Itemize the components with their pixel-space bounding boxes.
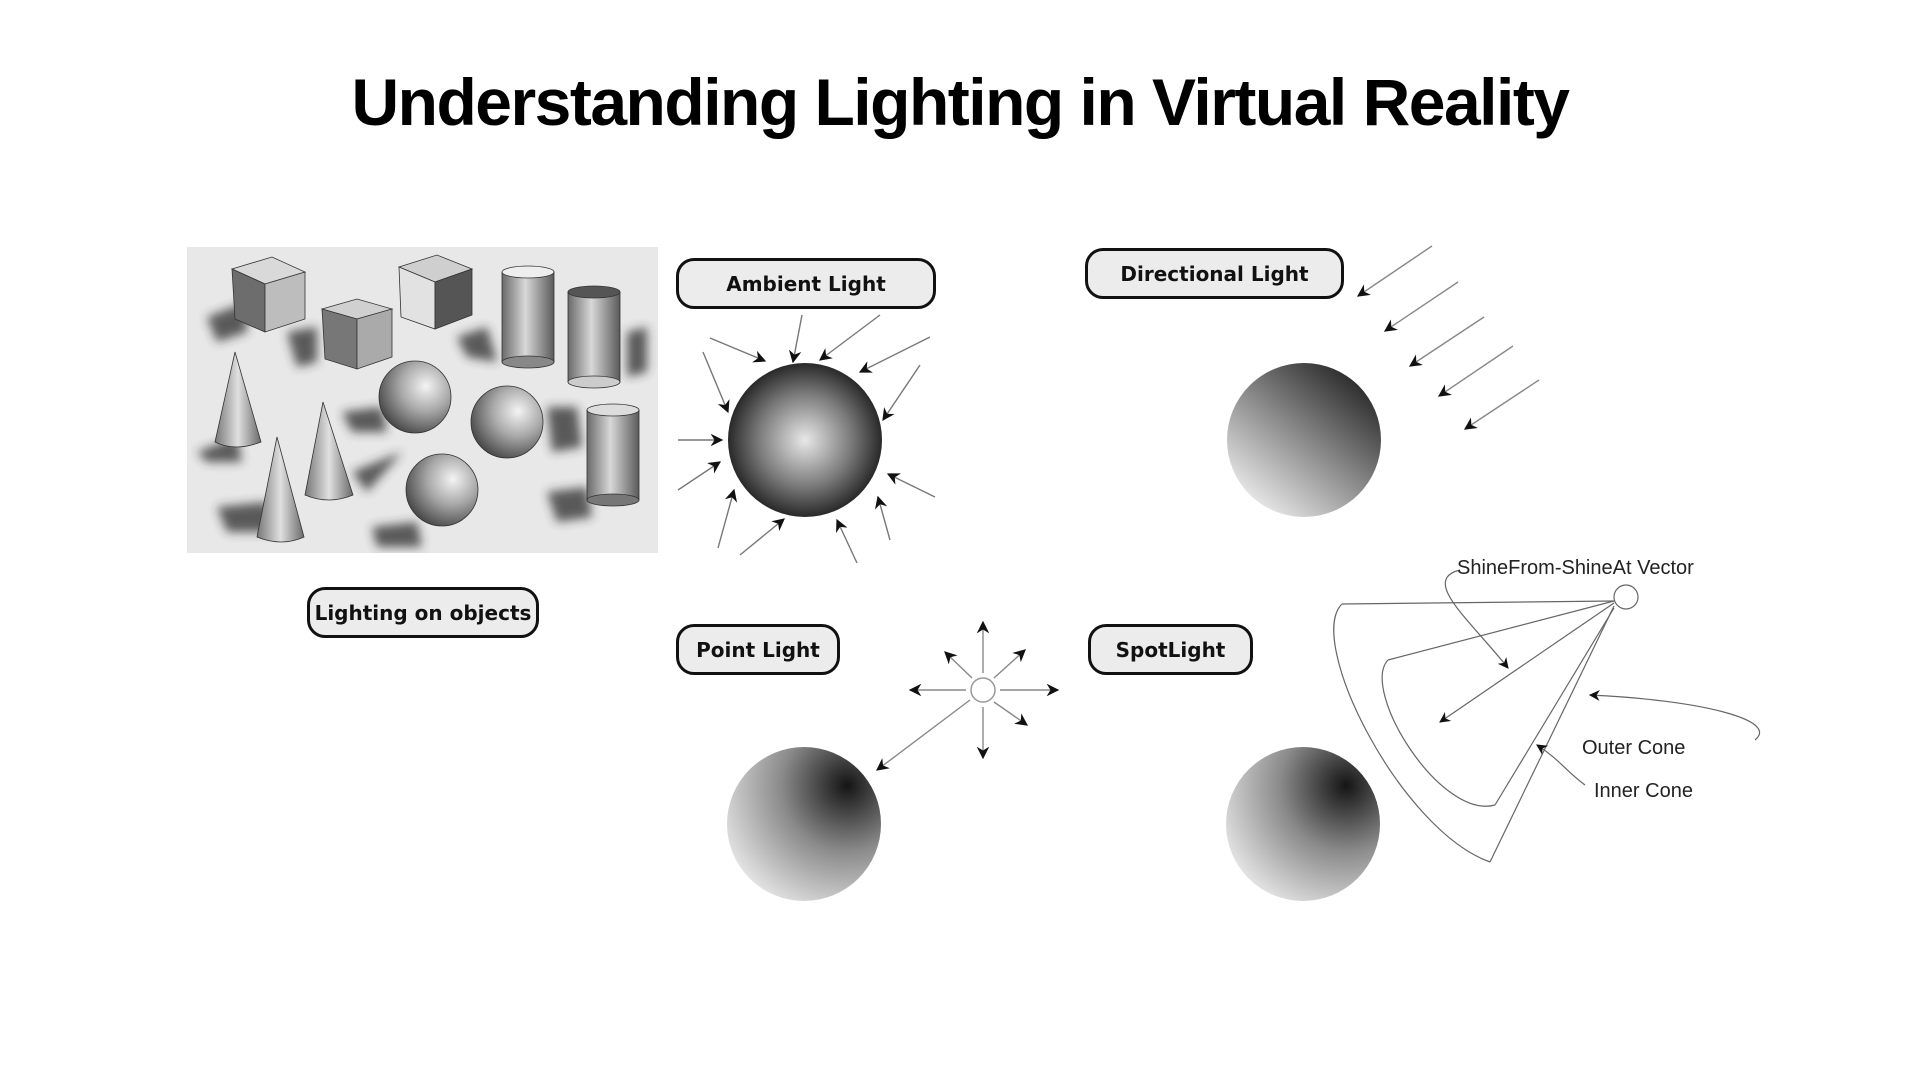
label-lighting-on-objects: Lighting on objects [307, 587, 539, 638]
objects-photo [187, 247, 658, 553]
label-point-light: Point Light [676, 624, 840, 675]
label-inner-cone: Inner Cone [1594, 780, 1693, 802]
ambient-sphere [728, 363, 882, 517]
label-directional-light: Directional Light [1085, 248, 1344, 299]
spotlight-diagram: ShineFrom-ShineAt Vector Outer Cone Inne… [1226, 557, 1761, 901]
point-light-source-icon [970, 677, 996, 703]
directional-light-diagram [1227, 245, 1540, 517]
spot-sphere [1226, 747, 1380, 901]
spot-light-source-icon [1613, 584, 1639, 610]
directional-sphere [1227, 363, 1381, 517]
ambient-light-diagram [677, 314, 936, 564]
point-sphere [727, 747, 881, 901]
point-light-diagram [727, 620, 1060, 901]
label-shinefrom-shineat-vector: ShineFrom-ShineAt Vector [1457, 557, 1694, 579]
label-spotlight: SpotLight [1088, 624, 1253, 675]
shaded-primitives-illustration [187, 247, 658, 553]
label-ambient-light: Ambient Light [676, 258, 936, 309]
label-outer-cone: Outer Cone [1582, 737, 1685, 759]
slide-title: Understanding Lighting in Virtual Realit… [351, 65, 1570, 139]
